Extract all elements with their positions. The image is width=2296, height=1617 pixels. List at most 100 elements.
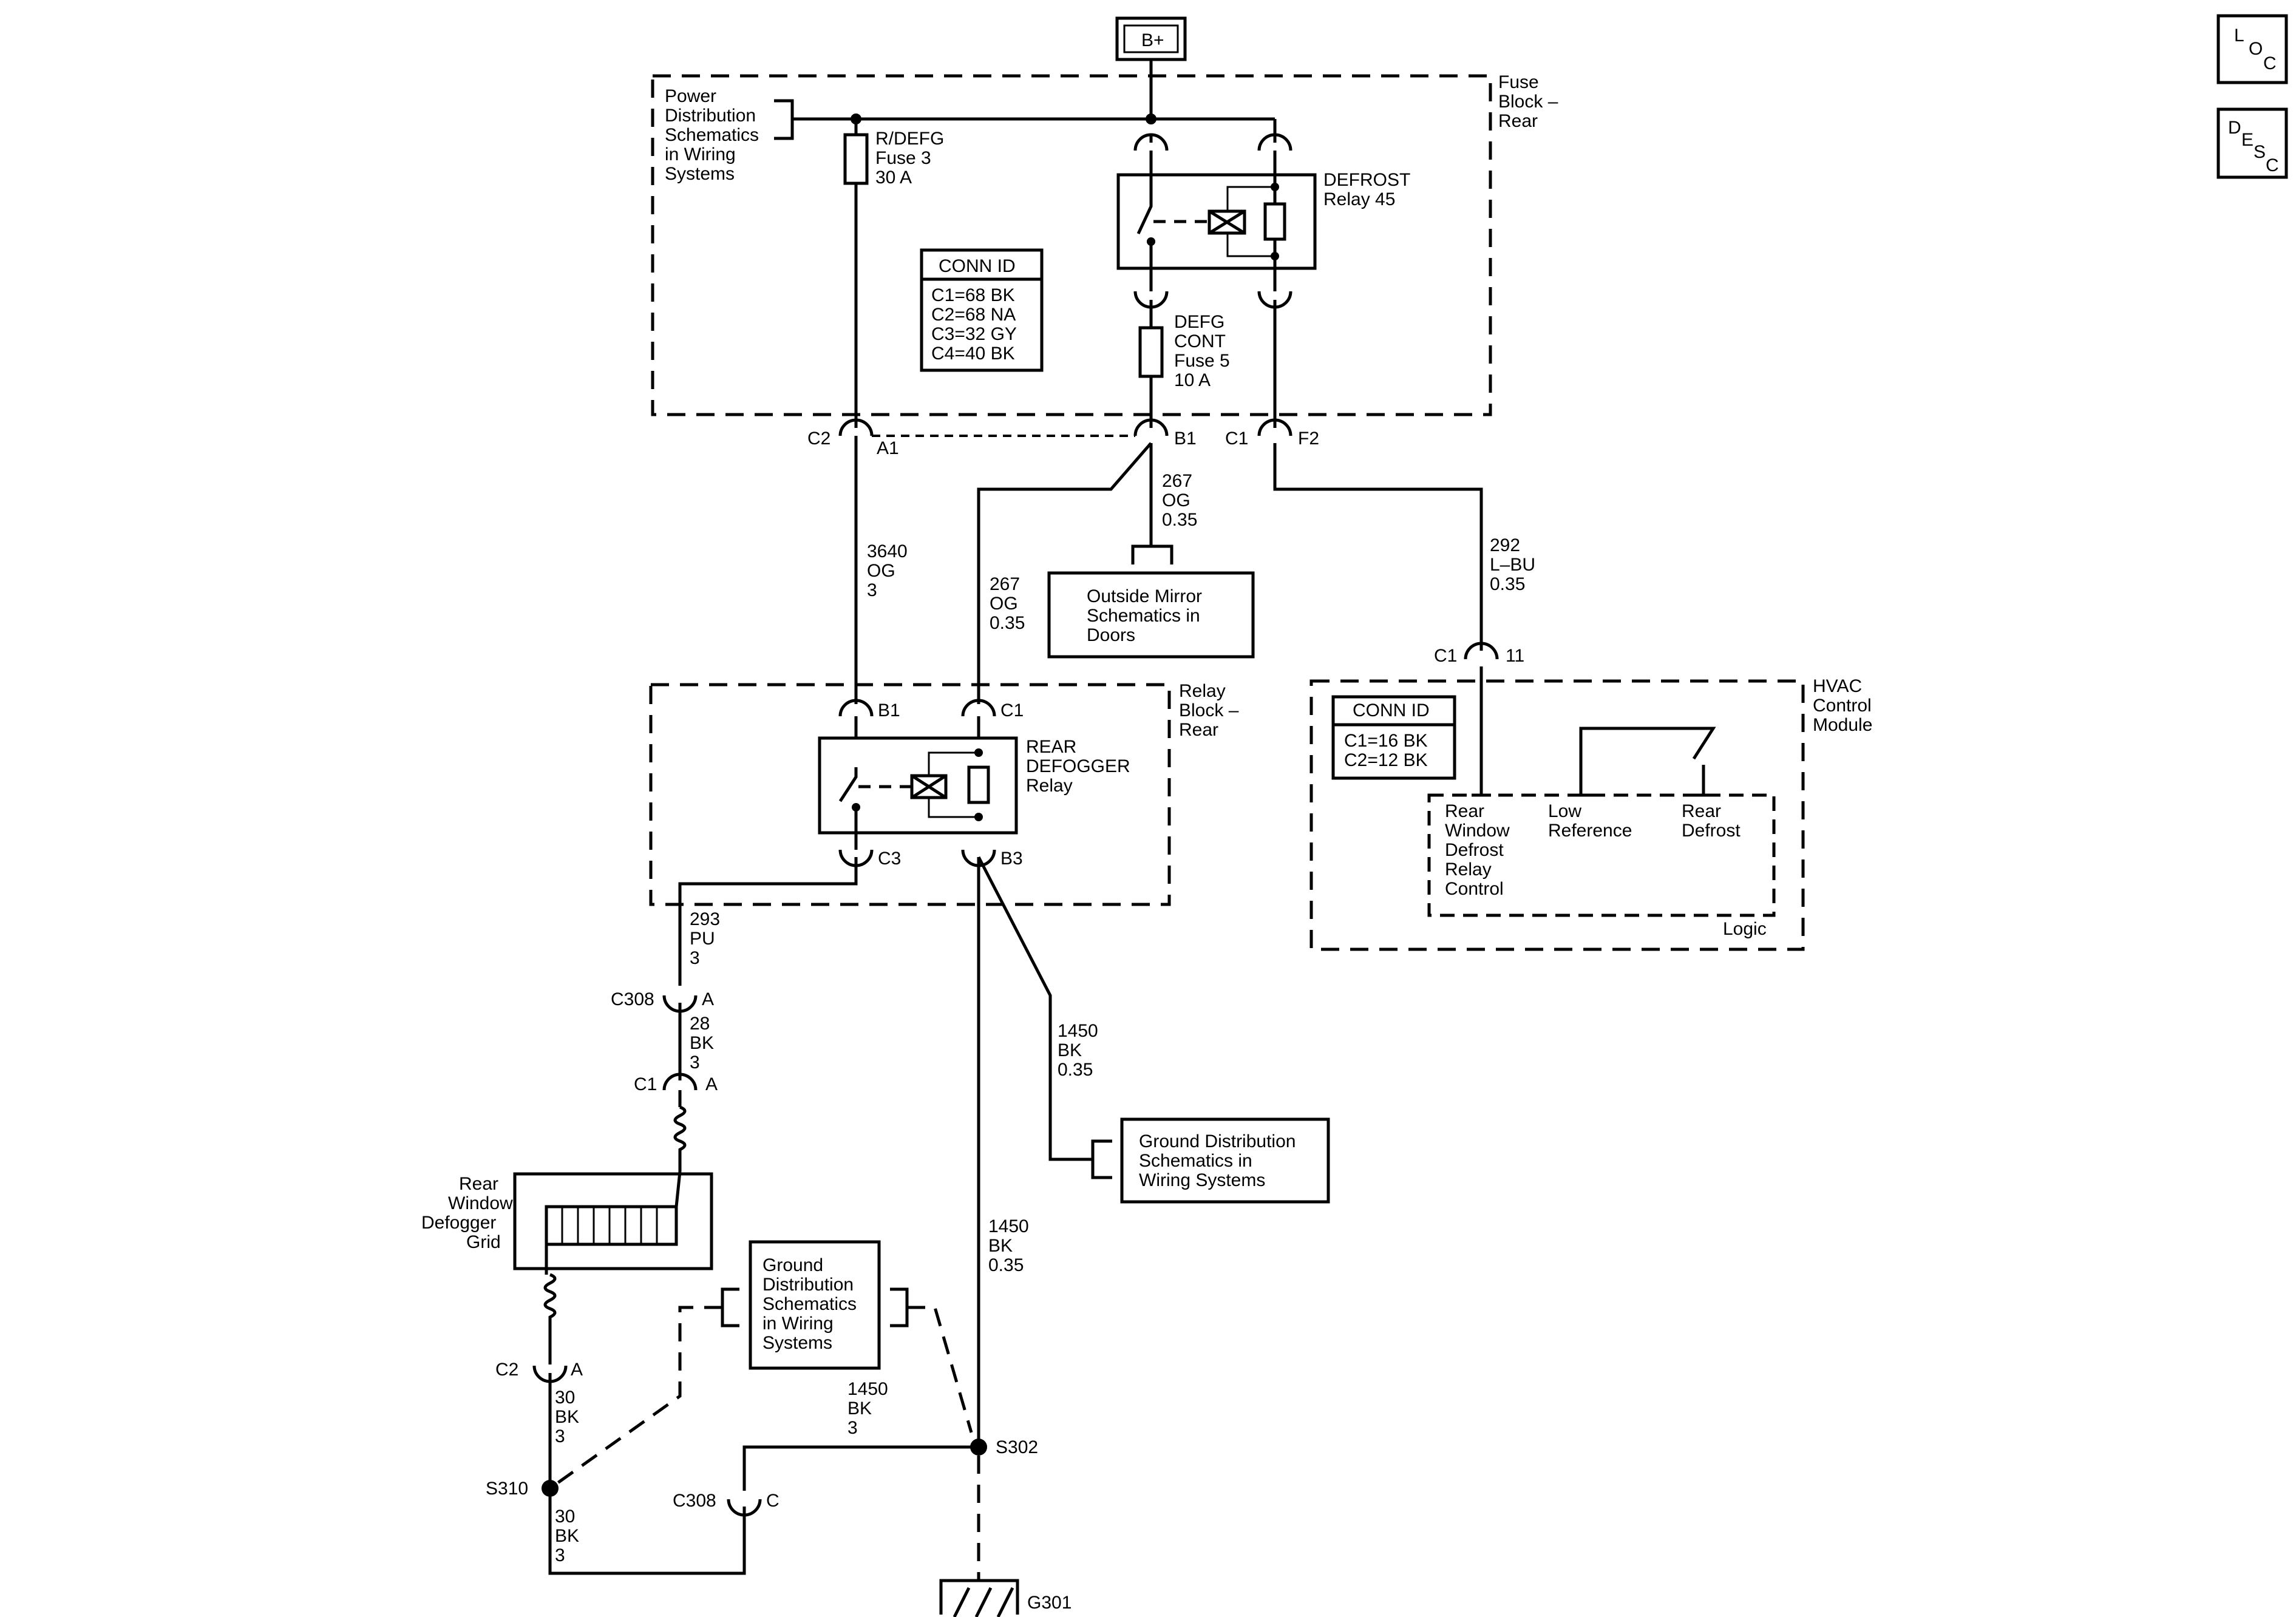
svg-text:3640: 3640 <box>867 541 908 561</box>
desc-button[interactable]: D E S C <box>2216 107 2288 179</box>
svg-text:Reference: Reference <box>1548 821 1632 841</box>
pin-f2: F2 <box>1298 429 1319 449</box>
battery-label: B+ <box>1141 30 1164 50</box>
desc-c: C <box>2266 155 2279 175</box>
ground-label: G301 <box>1027 1593 1072 1613</box>
svg-text:1450: 1450 <box>988 1216 1029 1236</box>
svg-text:Rear: Rear <box>459 1174 498 1194</box>
svg-text:in Wiring: in Wiring <box>763 1314 834 1334</box>
svg-text:C308: C308 <box>673 1491 716 1511</box>
svg-text:DEFG: DEFG <box>1174 312 1224 332</box>
svg-text:3: 3 <box>847 1418 858 1438</box>
svg-text:A: A <box>705 1074 718 1094</box>
loc-button[interactable]: L O C <box>2216 14 2288 84</box>
svg-text:Fuse 5: Fuse 5 <box>1174 351 1230 371</box>
svg-text:L–BU: L–BU <box>1490 555 1535 575</box>
svg-text:3: 3 <box>690 1053 700 1073</box>
svg-text:C3=32 GY: C3=32 GY <box>931 324 1017 344</box>
svg-text:BK: BK <box>555 1407 579 1427</box>
bus-junction-2 <box>1146 114 1156 124</box>
svg-text:Ground Distribution: Ground Distribution <box>1139 1131 1296 1151</box>
svg-text:R/DEFG: R/DEFG <box>875 129 944 149</box>
svg-text:Module: Module <box>1813 715 1872 735</box>
svg-text:Relay 45: Relay 45 <box>1323 189 1395 209</box>
connector-c308-c: C308 C <box>673 1491 779 1517</box>
svg-text:30 A: 30 A <box>875 168 912 188</box>
svg-text:3: 3 <box>690 948 700 968</box>
splice-s302-label: S302 <box>996 1437 1038 1457</box>
wire-30-a-label: 30 BK 3 <box>555 1388 579 1446</box>
hvac-input-relay-control: Rear Window Defrost Relay Control <box>1445 801 1510 899</box>
svg-text:OG: OG <box>990 594 1018 614</box>
svg-text:Block –: Block – <box>1179 700 1239 720</box>
svg-text:30: 30 <box>555 1388 575 1408</box>
svg-text:Relay: Relay <box>1445 859 1492 880</box>
svg-text:Defrost: Defrost <box>1445 840 1504 860</box>
svg-text:Rear: Rear <box>1682 801 1721 821</box>
svg-text:Systems: Systems <box>665 164 735 184</box>
hvac-title: HVAC Control Module <box>1813 676 1872 735</box>
relay-pin-b3: B3 <box>1000 849 1023 869</box>
svg-text:3: 3 <box>555 1426 565 1446</box>
svg-text:OG: OG <box>1162 490 1190 510</box>
outside-mirror-ref: Outside Mirror Schematics in Doors <box>1047 544 1255 659</box>
wire-30-b-label: 30 BK 3 <box>555 1507 579 1565</box>
wire-28-label: 28 BK 3 <box>690 1014 714 1073</box>
grid-coil-top <box>673 1105 687 1171</box>
svg-text:BK: BK <box>690 1033 714 1053</box>
hvac-input-low-reference: Low Reference <box>1548 801 1632 841</box>
svg-text:C2=12 BK: C2=12 BK <box>1344 750 1428 770</box>
svg-text:Window: Window <box>1445 821 1510 841</box>
svg-text:C1=16 BK: C1=16 BK <box>1344 731 1428 751</box>
svg-text:Schematics in: Schematics in <box>1139 1151 1252 1171</box>
relay-pin-b1: B1 <box>878 700 900 720</box>
hvac-input-rear-defrost: Rear Defrost <box>1682 801 1741 841</box>
svg-text:C2: C2 <box>495 1360 518 1380</box>
svg-text:Control: Control <box>1445 879 1504 899</box>
svg-text:Defogger: Defogger <box>421 1213 496 1233</box>
svg-text:A: A <box>702 989 714 1009</box>
svg-text:Fuse: Fuse <box>1498 72 1539 92</box>
svg-text:C: C <box>766 1491 779 1511</box>
svg-text:PU: PU <box>690 929 715 949</box>
svg-text:Block –: Block – <box>1498 92 1558 112</box>
relay-pin-c1: C1 <box>1000 700 1024 720</box>
fuse-block-rear-outline <box>651 74 1492 416</box>
svg-text:C1: C1 <box>634 1074 657 1094</box>
svg-text:OG: OG <box>867 561 895 581</box>
svg-text:Rear: Rear <box>1445 801 1484 821</box>
ground-distribution-ref-2: Ground Distribution Schematics in Wiring… <box>549 1240 973 1490</box>
wire-1450-ref-label: 1450 BK 0.35 <box>1058 1021 1098 1080</box>
hvac-logic-outline <box>1427 793 1776 917</box>
svg-text:292: 292 <box>1490 535 1520 555</box>
svg-text:10 A: 10 A <box>1174 370 1211 390</box>
svg-text:BK: BK <box>1058 1040 1082 1060</box>
svg-text:BK: BK <box>847 1398 872 1419</box>
svg-text:C1=68 BK: C1=68 BK <box>931 285 1015 305</box>
hvac-conn-id-table: CONN ID C1=16 BK C2=12 BK <box>1331 695 1456 780</box>
ground-g301-symbol: G301 <box>939 1579 1072 1617</box>
conn-id-title: CONN ID <box>939 256 1016 276</box>
battery-source: B+ <box>1115 16 1187 61</box>
svg-text:0.35: 0.35 <box>1162 510 1197 530</box>
connector-c2-a: C2 A <box>495 1360 583 1383</box>
svg-text:Rear: Rear <box>1179 720 1218 740</box>
wire-1450-to-ground-ref <box>977 856 1093 1161</box>
svg-text:Wiring Systems: Wiring Systems <box>1139 1170 1265 1190</box>
splice-s310 <box>542 1480 559 1497</box>
svg-text:Rear: Rear <box>1498 111 1538 131</box>
svg-text:Outside Mirror: Outside Mirror <box>1087 586 1202 606</box>
loc-o: O <box>2249 39 2263 59</box>
grid-coil-bottom <box>543 1273 557 1364</box>
svg-text:0.35: 0.35 <box>1058 1060 1093 1080</box>
wire-292-label: 292 L–BU 0.35 <box>1490 535 1535 594</box>
svg-text:293: 293 <box>690 909 720 929</box>
svg-text:CONT: CONT <box>1174 331 1226 351</box>
desc-d: D <box>2228 118 2241 138</box>
rear-defogger-relay: B1 C1 C3 B3 REAR DEFOGGER Relay <box>818 699 1130 869</box>
desc-e: E <box>2241 130 2254 150</box>
svg-text:Relay: Relay <box>1179 681 1226 701</box>
svg-text:Systems: Systems <box>763 1333 832 1353</box>
ground-distribution-ref-1: Ground Distribution Schematics in Wiring… <box>1091 1117 1330 1204</box>
svg-text:C4=40 BK: C4=40 BK <box>931 344 1015 364</box>
